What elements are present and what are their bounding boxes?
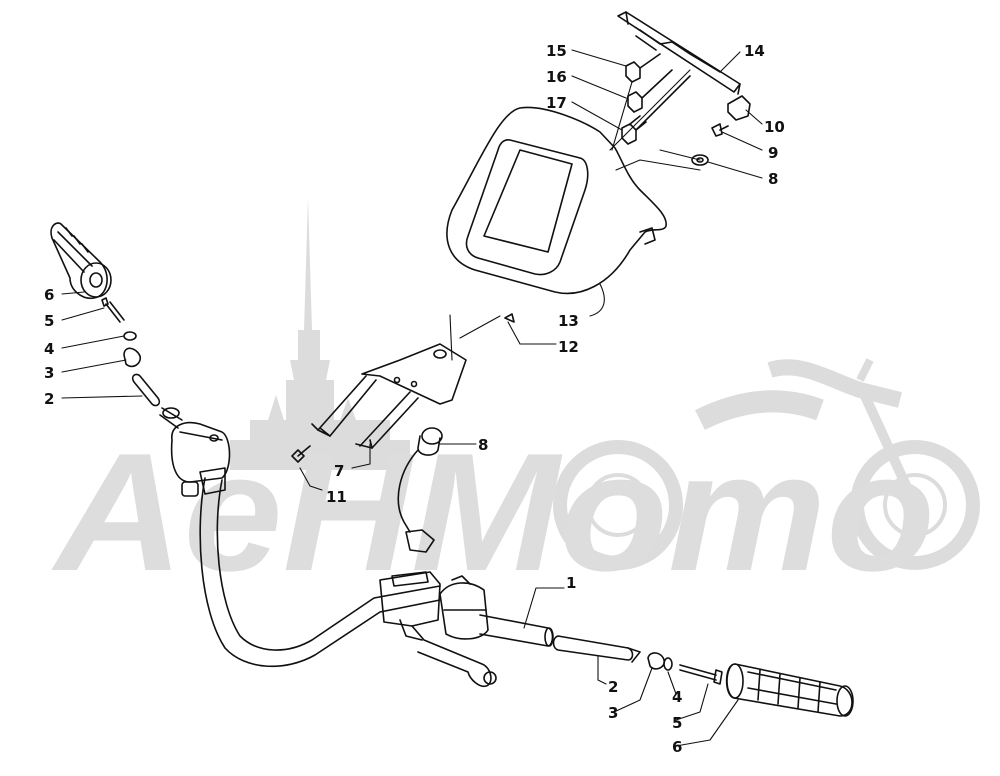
callout-3-left: 3 (44, 364, 54, 382)
instrument-bracket (311, 343, 467, 449)
callout-10: 10 (764, 118, 785, 136)
left-switch-housing (159, 407, 231, 497)
callout-15: 15 (546, 42, 567, 60)
brake-master-cylinder (379, 571, 497, 688)
watermark-motorcycle-icon (553, 358, 980, 570)
left-grip (50, 222, 112, 300)
callout-12: 12 (558, 338, 579, 356)
callout-8-top: 8 (768, 170, 778, 188)
callout-labels: 15 14 16 17 10 9 8 6 5 4 3 2 13 12 7 11 … (44, 42, 785, 756)
right-end-parts (647, 652, 723, 685)
callout-5-right: 5 (672, 714, 682, 732)
callout-4-right: 4 (672, 688, 682, 706)
callout-6-left: 6 (44, 286, 54, 304)
parts-linework (50, 11, 854, 747)
callout-5-left: 5 (44, 312, 54, 330)
callout-16: 16 (546, 68, 567, 86)
callout-7: 7 (334, 462, 344, 480)
left-end-parts (101, 297, 161, 407)
callout-6-right: 6 (672, 738, 682, 756)
callout-8-mid: 8 (478, 436, 488, 454)
leader-lines (61, 49, 763, 747)
key-switch-parts (691, 95, 751, 166)
callout-14: 14 (744, 42, 765, 60)
watermark-spire-icon (230, 198, 410, 470)
callout-9: 9 (768, 144, 778, 162)
right-bar-end-tube (552, 635, 641, 663)
watermark-text: AeHMoтo (51, 418, 935, 606)
callout-11: 11 (326, 488, 347, 506)
throttle-housing (439, 575, 489, 640)
top-cover-plate (617, 11, 741, 95)
right-grip (725, 663, 854, 717)
callout-4-left: 4 (44, 340, 54, 358)
callout-1: 1 (566, 574, 576, 592)
indicator-lamps (621, 53, 691, 145)
watermark: AeHMoтo (51, 198, 980, 606)
callout-17: 17 (546, 94, 567, 112)
instrument-pod (446, 106, 667, 295)
handlebar (199, 467, 554, 668)
screws (291, 313, 515, 463)
key-switch-with-wire (397, 427, 443, 553)
callout-2-right: 2 (608, 678, 618, 696)
callout-13: 13 (558, 312, 579, 330)
callout-2-left: 2 (44, 390, 54, 408)
callout-3-right: 3 (608, 704, 618, 722)
